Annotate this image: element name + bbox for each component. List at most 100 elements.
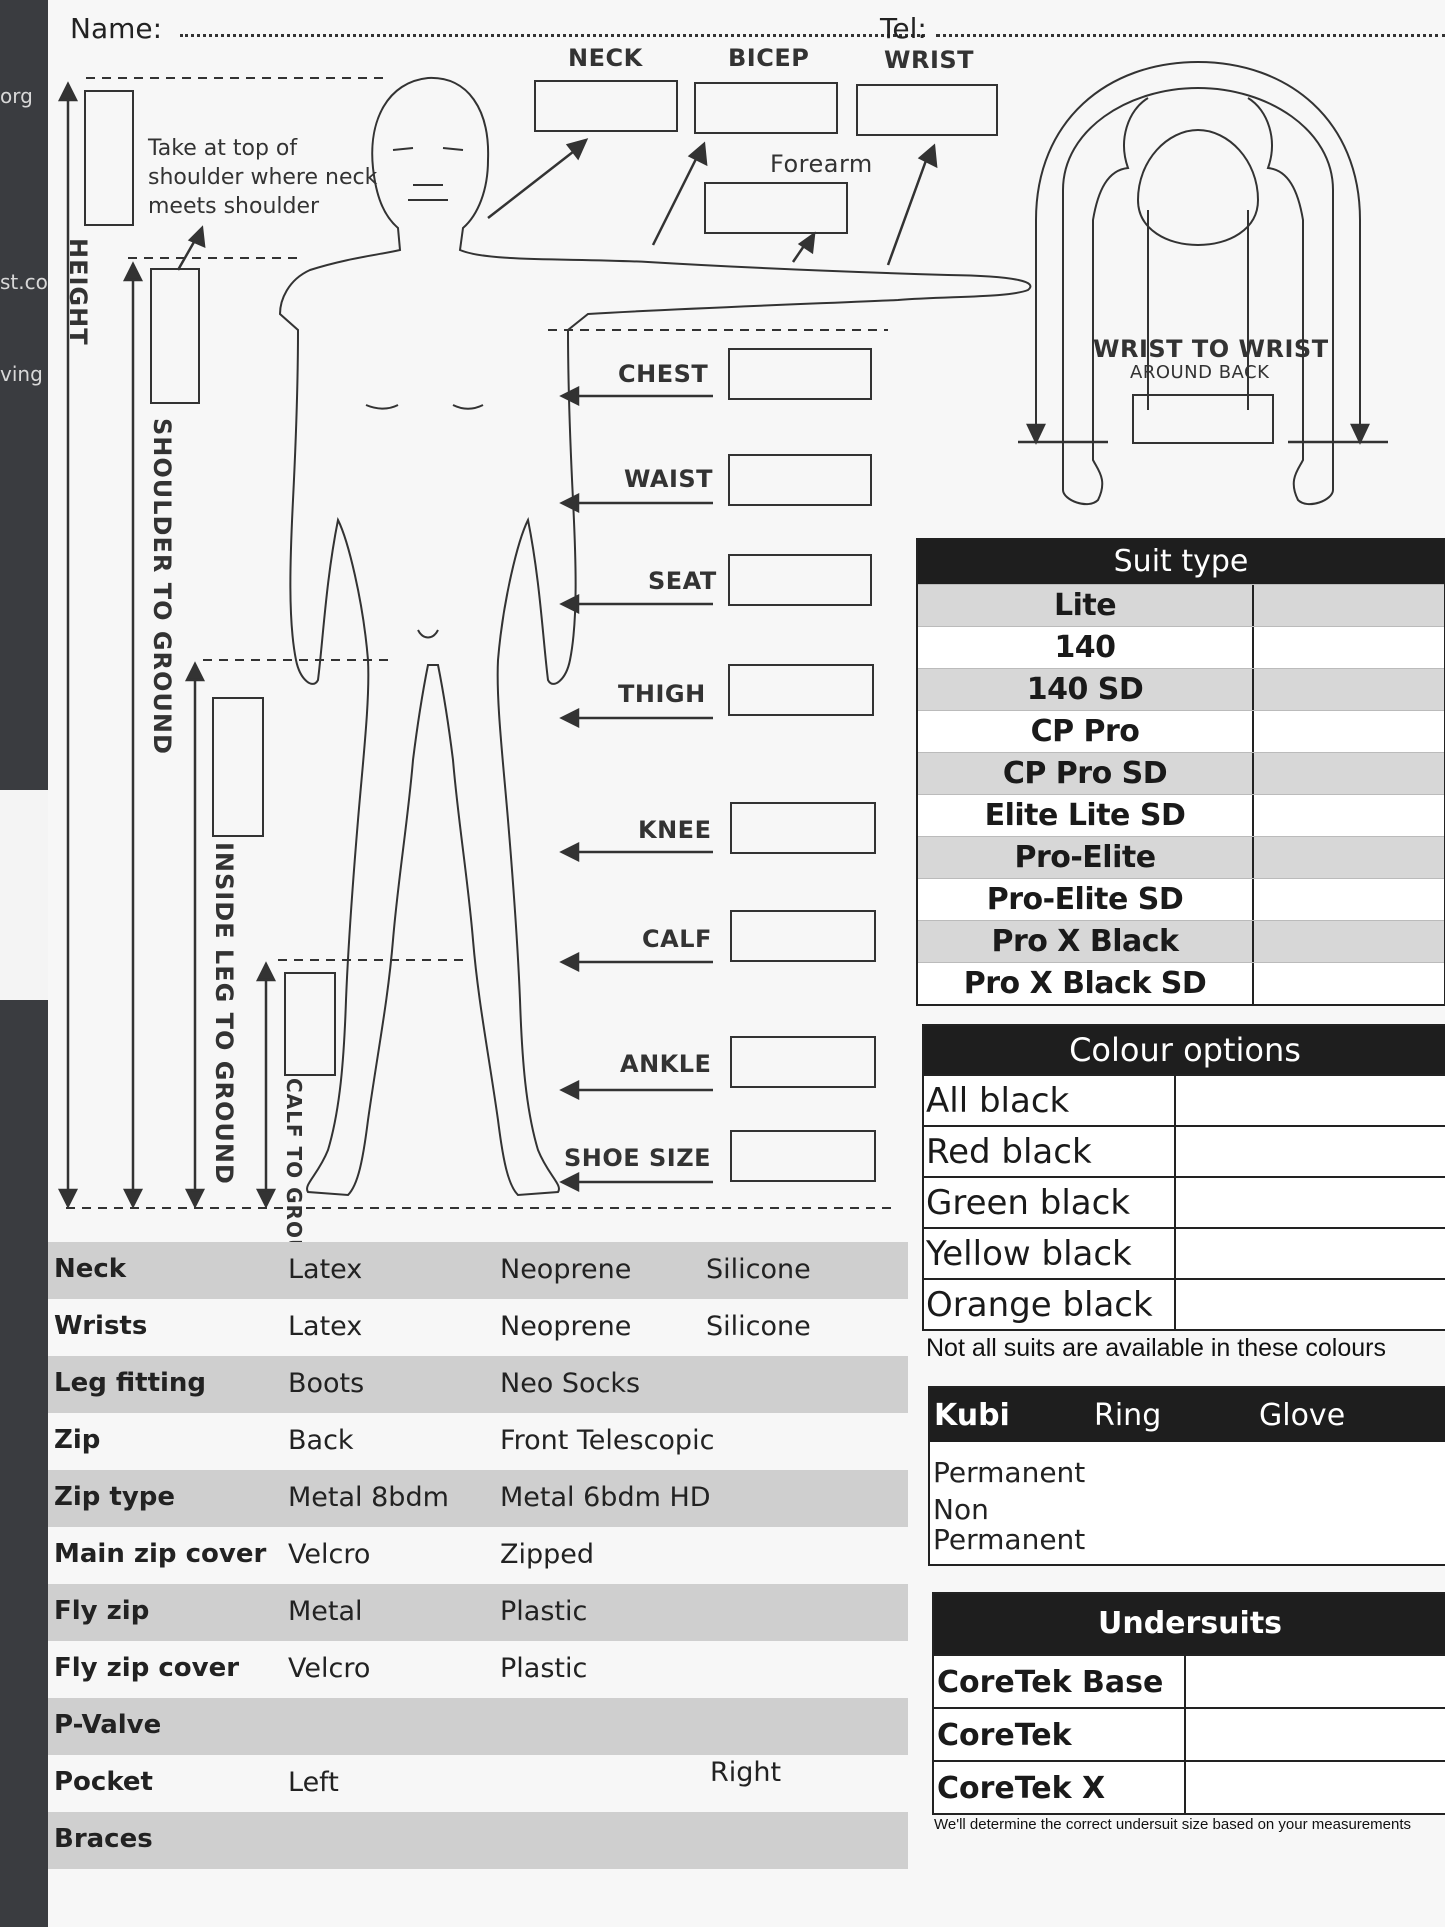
option-choice[interactable]: Metal bbox=[288, 1596, 363, 1627]
option-choice[interactable]: Left bbox=[288, 1767, 339, 1798]
measurement-form: Name: Tel: bbox=[48, 0, 1445, 1927]
suit-type-checkbox[interactable] bbox=[1252, 627, 1444, 668]
colour-option-row[interactable]: All black bbox=[924, 1074, 1445, 1125]
neck-box[interactable] bbox=[534, 80, 678, 132]
inside-leg-to-ground-box[interactable] bbox=[212, 697, 264, 837]
knee-box[interactable] bbox=[730, 802, 876, 854]
option-choice[interactable]: Neoprene bbox=[500, 1254, 632, 1285]
colour-option-row[interactable]: Green black bbox=[924, 1176, 1445, 1227]
undersuit-row[interactable]: CoreTek Base bbox=[934, 1654, 1445, 1707]
suit-type-row[interactable]: Elite Lite SD bbox=[918, 794, 1444, 836]
undersuits-title: Undersuits bbox=[934, 1594, 1445, 1654]
option-choice[interactable]: Plastic bbox=[500, 1596, 588, 1627]
option-choice[interactable]: Latex bbox=[288, 1311, 363, 1342]
seat-box[interactable] bbox=[728, 554, 872, 606]
option-row-zip: Zip Back Front Telescopic bbox=[54, 1425, 715, 1456]
around-back-label: AROUND BACK bbox=[1130, 362, 1270, 383]
neck-label: NECK bbox=[568, 44, 643, 72]
option-choice[interactable]: Velcro bbox=[288, 1653, 371, 1684]
suit-type-row[interactable]: 140 SD bbox=[918, 668, 1444, 710]
option-row-zip-type: Zip type Metal 8bdm Metal 6bdm HD bbox=[48, 1470, 908, 1527]
suit-type-title: Suit type bbox=[918, 540, 1444, 584]
suit-type-row[interactable]: CP Pro bbox=[918, 710, 1444, 752]
body-diagram bbox=[57, 60, 1388, 1209]
suit-type-checkbox[interactable] bbox=[1252, 879, 1444, 920]
suit-type-checkbox[interactable] bbox=[1252, 921, 1444, 962]
option-choice[interactable]: Front Telescopic bbox=[500, 1425, 715, 1456]
chest-label: CHEST bbox=[618, 360, 709, 388]
option-row-pocket: Pocket Left Right bbox=[54, 1757, 782, 1798]
option-choice[interactable]: Neo Socks bbox=[500, 1368, 641, 1399]
suit-type-checkbox[interactable] bbox=[1252, 669, 1444, 710]
thigh-box[interactable] bbox=[728, 664, 874, 716]
ankle-box[interactable] bbox=[730, 1036, 876, 1088]
option-row-p-valve: P-Valve bbox=[48, 1698, 908, 1755]
shoe-size-box[interactable] bbox=[730, 1130, 876, 1182]
undersuit-checkbox[interactable] bbox=[1184, 1656, 1445, 1707]
suit-type-row[interactable]: Pro-Elite bbox=[918, 836, 1444, 878]
suit-type-checkbox[interactable] bbox=[1252, 753, 1444, 794]
suit-type-row[interactable]: Pro-Elite SD bbox=[918, 878, 1444, 920]
name-label: Name: bbox=[70, 12, 163, 45]
suit-type-row[interactable]: CP Pro SD bbox=[918, 752, 1444, 794]
colour-option-checkbox[interactable] bbox=[1174, 1076, 1445, 1125]
waist-box[interactable] bbox=[728, 454, 872, 506]
option-choice[interactable]: Silicone bbox=[706, 1254, 811, 1285]
suit-type-row[interactable]: Lite bbox=[918, 584, 1444, 626]
bicep-box[interactable] bbox=[694, 82, 838, 134]
background-text: org bbox=[0, 84, 33, 108]
thigh-label: THIGH bbox=[618, 680, 706, 708]
wrist-box[interactable] bbox=[856, 84, 998, 136]
suit-type-checkbox[interactable] bbox=[1252, 585, 1444, 626]
height-box[interactable] bbox=[84, 90, 134, 226]
colour-option-row[interactable]: Red black bbox=[924, 1125, 1445, 1176]
undersuit-checkbox[interactable] bbox=[1184, 1709, 1445, 1760]
wrist-label: WRIST bbox=[884, 46, 975, 74]
option-row-leg-fitting: Leg fitting Boots Neo Socks bbox=[48, 1356, 908, 1413]
colour-option-checkbox[interactable] bbox=[1174, 1280, 1445, 1329]
shoulder-to-ground-box[interactable] bbox=[150, 268, 200, 404]
forearm-box[interactable] bbox=[704, 182, 848, 234]
option-choice[interactable]: Velcro bbox=[288, 1539, 371, 1570]
waist-label: WAIST bbox=[624, 465, 714, 493]
colour-option-checkbox[interactable] bbox=[1174, 1229, 1445, 1278]
suit-type-checkbox[interactable] bbox=[1252, 795, 1444, 836]
colour-option-checkbox[interactable] bbox=[1174, 1178, 1445, 1227]
suit-type-checkbox[interactable] bbox=[1252, 711, 1444, 752]
shoe-size-label: SHOE SIZE bbox=[564, 1144, 712, 1172]
suit-type-checkbox[interactable] bbox=[1252, 837, 1444, 878]
options-list: Neck Latex Neoprene Silicone Wrists Late… bbox=[48, 1242, 908, 1882]
option-choice[interactable]: Metal 8bdm bbox=[288, 1482, 449, 1513]
calf-box[interactable] bbox=[730, 910, 876, 962]
option-choice[interactable]: Zipped bbox=[500, 1539, 595, 1570]
option-choice[interactable]: Plastic bbox=[500, 1653, 588, 1684]
kubi-header: Kubi Ring Glove bbox=[930, 1388, 1445, 1442]
ankle-label: ANKLE bbox=[620, 1050, 712, 1078]
wrist-to-wrist-box[interactable] bbox=[1132, 394, 1274, 444]
option-choice[interactable]: Neoprene bbox=[500, 1311, 632, 1342]
chest-box[interactable] bbox=[728, 348, 872, 400]
colour-option-checkbox[interactable] bbox=[1174, 1127, 1445, 1176]
option-choice[interactable]: Boots bbox=[288, 1368, 365, 1399]
kubi-option-permanent[interactable]: Permanent bbox=[933, 1456, 1086, 1489]
kubi-option-non-permanent[interactable]: Non Permanent bbox=[933, 1493, 1086, 1556]
tel-field[interactable] bbox=[936, 34, 1445, 37]
undersuit-checkbox[interactable] bbox=[1184, 1762, 1445, 1813]
height-label: HEIGHT bbox=[64, 238, 92, 346]
option-choice[interactable]: Silicone bbox=[706, 1311, 811, 1342]
suit-type-row[interactable]: 140 bbox=[918, 626, 1444, 668]
calf-to-ground-box[interactable] bbox=[284, 972, 336, 1076]
colour-option-row[interactable]: Yellow black bbox=[924, 1227, 1445, 1278]
suit-type-row[interactable]: Pro X Black SD bbox=[918, 962, 1444, 1004]
colour-option-row[interactable]: Orange black bbox=[924, 1278, 1445, 1329]
undersuit-row[interactable]: CoreTek X bbox=[934, 1760, 1445, 1813]
option-choice[interactable]: Latex bbox=[288, 1254, 363, 1285]
option-choice[interactable]: Right bbox=[710, 1757, 782, 1788]
option-choice[interactable]: Metal 6bdm HD bbox=[500, 1482, 711, 1513]
option-choice[interactable]: Back bbox=[288, 1425, 354, 1456]
suit-type-checkbox[interactable] bbox=[1252, 963, 1444, 1004]
option-row-main-zip-cover: Main zip cover Velcro Zipped bbox=[54, 1539, 595, 1570]
name-field[interactable] bbox=[180, 34, 925, 37]
suit-type-row[interactable]: Pro X Black bbox=[918, 920, 1444, 962]
undersuit-row[interactable]: CoreTek bbox=[934, 1707, 1445, 1760]
